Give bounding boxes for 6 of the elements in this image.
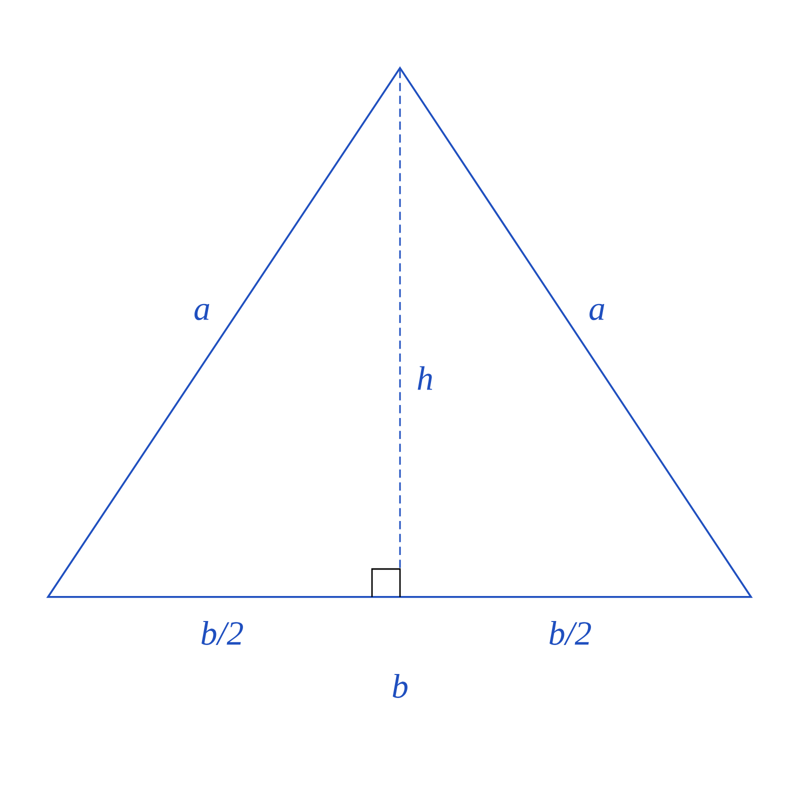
side-label: a: [194, 304, 210, 320]
base-label: b: [392, 674, 408, 698]
height-label: h: [418, 366, 432, 390]
side-label: a: [590, 304, 604, 320]
half-base-label: b/2: [202, 621, 243, 645]
half-base-label: b/2: [550, 621, 591, 645]
